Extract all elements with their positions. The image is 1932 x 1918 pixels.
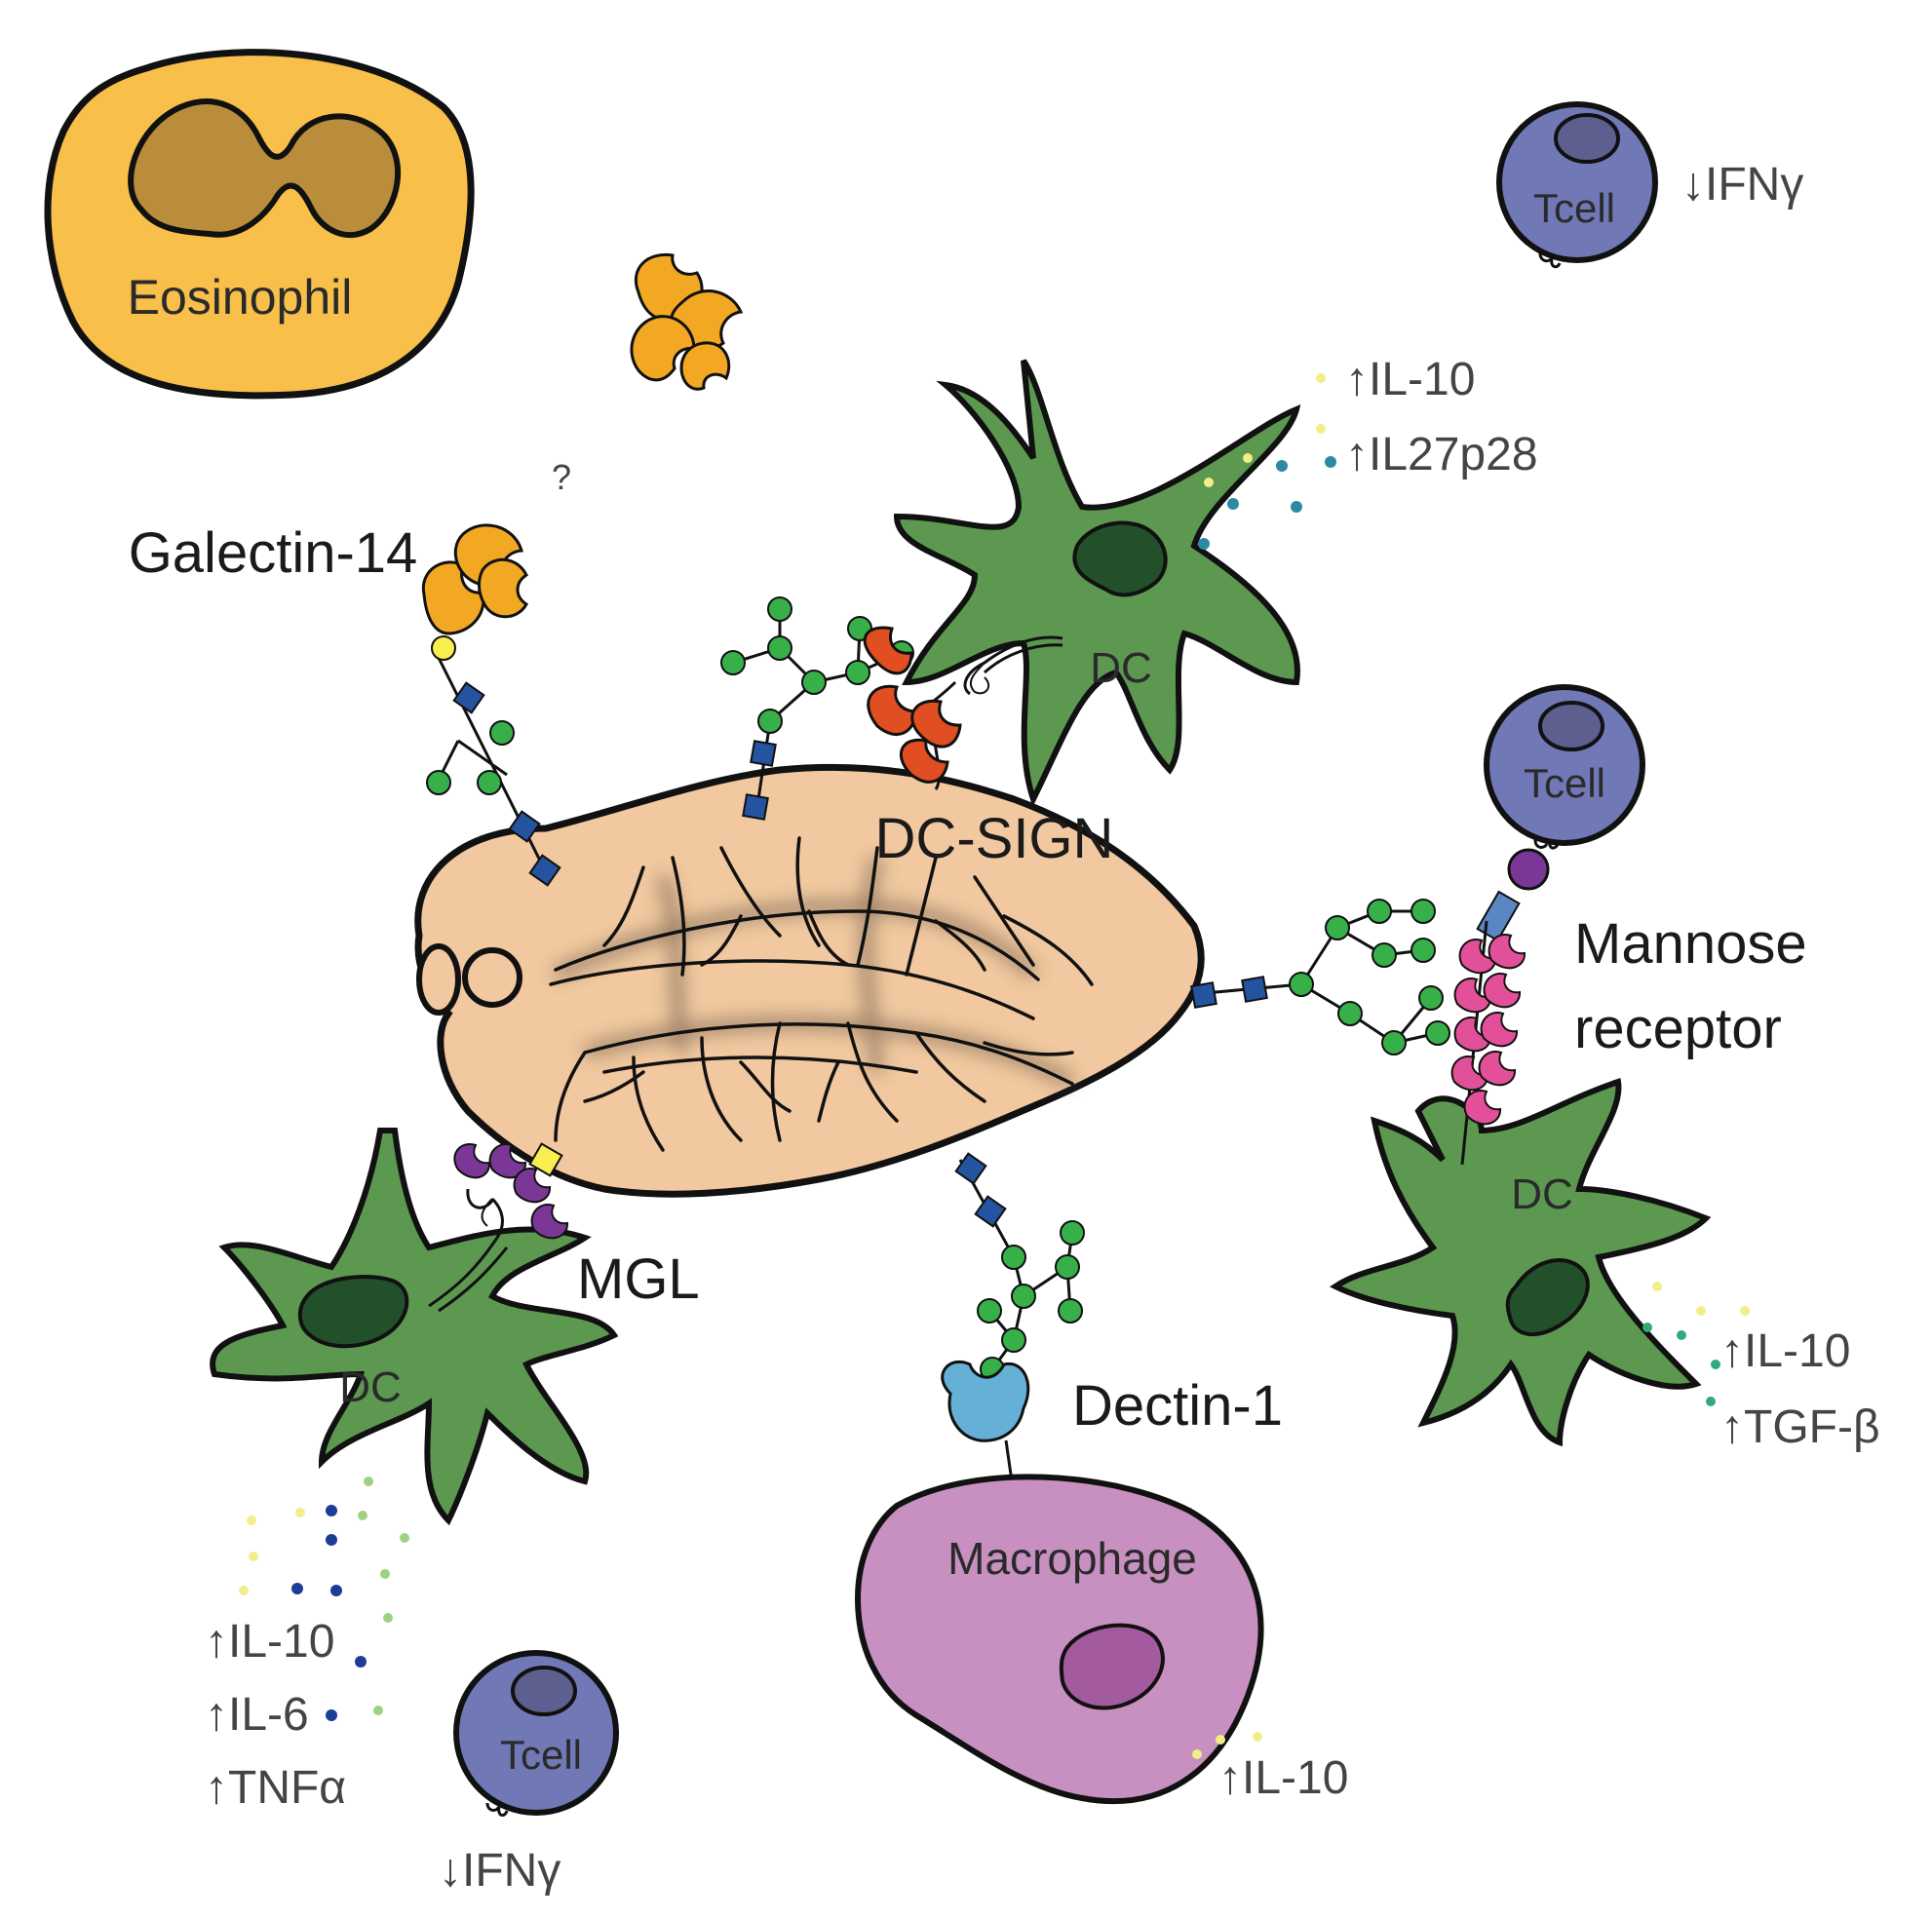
macrophage-il10: ↑IL-10 [1218, 1752, 1348, 1804]
dc-mgl: DC [210, 1128, 619, 1526]
dc-mannose-il10: ↑IL-10 [1720, 1325, 1850, 1377]
macrophage-cytokine-dots [1192, 1732, 1262, 1759]
eosinophil-nucleus [128, 98, 402, 238]
dc-mannose-label: DC [1511, 1170, 1573, 1218]
tcell-mannose: Tcell [1484, 684, 1645, 850]
tcell-top: Tcell [1496, 101, 1658, 269]
tcell-mannose-nucleus [1538, 701, 1604, 751]
dc-sign-receptor [863, 626, 1063, 790]
macrophage-cell: Macrophage [854, 1474, 1264, 1805]
dectin-1-receptor [941, 1360, 1030, 1482]
glycan-mannose-chain [1190, 899, 1450, 1055]
free-galectin-dimer [630, 252, 744, 391]
dc-mannose-cytokine-dots [1642, 1282, 1750, 1406]
mgl-receptor [428, 1143, 569, 1313]
tcell-top-nucleus [1554, 113, 1620, 164]
tcell-top-label: Tcell [1533, 185, 1615, 231]
unknown-question-mark: ? [552, 457, 571, 497]
tcell-mannose-label: Tcell [1524, 760, 1605, 806]
tcell-top-ifng: ↓IFNγ [1681, 159, 1803, 211]
dc-top-nucleus [1072, 520, 1168, 597]
galectin-14-label: Galectin-14 [129, 521, 418, 585]
parasite-veins [549, 836, 1094, 1152]
dc-top: DC [893, 359, 1301, 807]
glycan-dectin-chain [954, 1152, 1085, 1382]
dc-mgl-il6: ↑IL-6 [205, 1689, 309, 1741]
galectin-14-receptor [421, 523, 528, 635]
tcell-mannose-receptor [1476, 848, 1550, 942]
dc-mgl-cytokine-dots [239, 1477, 409, 1721]
tcell-bottom-nucleus [511, 1666, 577, 1716]
macrophage-label: Macrophage [947, 1533, 1197, 1584]
mannose-receptor [1450, 920, 1526, 1166]
dc-mannose-tgfb: ↑TGF-β [1720, 1401, 1880, 1453]
tcell-bottom-ifng: ↓IFNγ [439, 1845, 560, 1897]
mannose-receptor-label-1: Mannose [1574, 912, 1807, 976]
dc-mgl-tnfa: ↑TNFα [205, 1762, 346, 1814]
tcell-bottom-label: Tcell [500, 1732, 582, 1778]
mannose-receptor-label-2: receptor [1574, 997, 1782, 1060]
eosinophil-cell: Eosinophil [44, 49, 475, 400]
dc-mannose-nucleus [1505, 1258, 1590, 1337]
dc-top-label: DC [1090, 644, 1152, 692]
mgl-label: MGL [577, 1247, 700, 1311]
dc-sign-label: DC-SIGN [875, 807, 1114, 870]
parasite-body [414, 763, 1205, 1198]
glycan-mgl-chain [528, 1142, 563, 1177]
tcell-bottom: Tcell [453, 1650, 619, 1817]
parasite-suckers [416, 943, 522, 1016]
dc-mgl-label: DC [339, 1363, 402, 1411]
dc-top-il27p28: ↑IL27p28 [1345, 429, 1538, 480]
dc-mgl-il10: ↑IL-10 [205, 1616, 334, 1668]
eosinophil-label: Eosinophil [128, 270, 353, 325]
macrophage-nucleus [1059, 1623, 1165, 1710]
dc-mannose: DC [1330, 1078, 1712, 1447]
dectin-1-label: Dectin-1 [1072, 1374, 1283, 1438]
dc-mgl-nucleus [297, 1275, 409, 1349]
glycan-galectin-chain [426, 635, 561, 887]
dc-top-cytokine-dots [1198, 373, 1336, 550]
dc-top-il10: ↑IL-10 [1345, 354, 1475, 405]
